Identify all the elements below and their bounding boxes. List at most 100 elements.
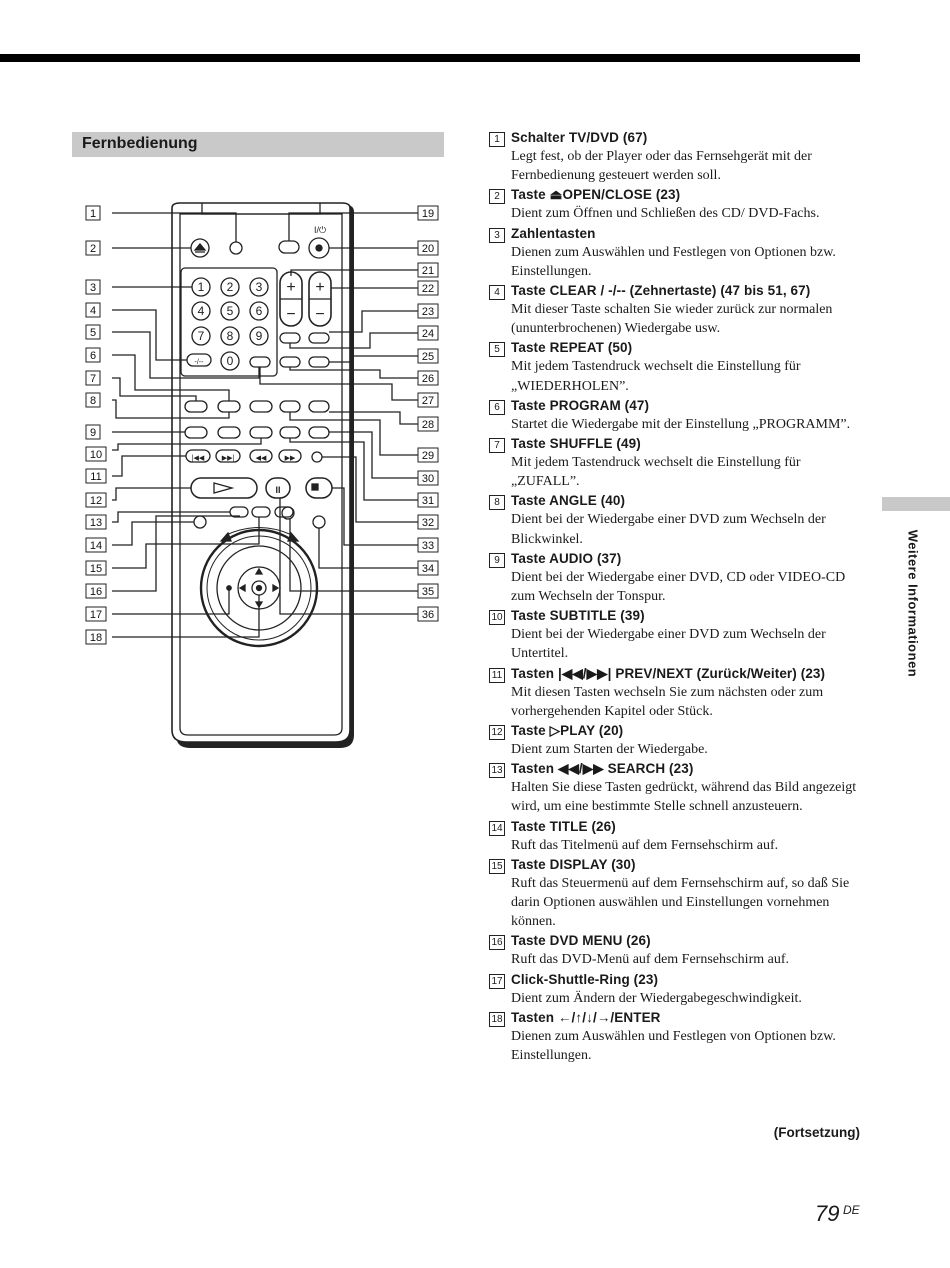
item-number: 6 bbox=[489, 399, 505, 415]
svg-text:6: 6 bbox=[90, 350, 96, 362]
clear-label: -/-- bbox=[195, 359, 205, 366]
page-language: DE bbox=[843, 1203, 860, 1217]
item-title: Zahlentasten bbox=[511, 225, 596, 241]
item-description: Dient zum Ändern der Wiedergabegeschwind… bbox=[511, 990, 802, 1006]
item-description: Mit dieser Taste schalten Sie wieder zur… bbox=[511, 302, 833, 337]
search-fwd-button bbox=[278, 449, 302, 463]
svg-text:36: 36 bbox=[422, 609, 434, 621]
item-title: Taste ANGLE (40) bbox=[511, 493, 626, 509]
callout-22: 22 bbox=[417, 280, 439, 296]
svg-text:15: 15 bbox=[90, 563, 102, 575]
callout-25: 25 bbox=[417, 348, 439, 364]
item-number: 8 bbox=[489, 495, 505, 511]
callout-18: 18 bbox=[85, 629, 107, 645]
item-number: 5 bbox=[489, 342, 505, 358]
svg-text:21: 21 bbox=[422, 265, 434, 277]
chapter-tab-label: Weitere Informationen bbox=[905, 529, 921, 678]
callout-5: 5 bbox=[85, 324, 101, 340]
item-number: 1 bbox=[489, 132, 505, 147]
power-label: I/⏻ bbox=[314, 225, 326, 235]
callout-26: 26 bbox=[417, 370, 439, 386]
top-notch bbox=[201, 203, 321, 215]
item-number: 2 bbox=[489, 189, 505, 205]
callout-15: 15 bbox=[85, 560, 107, 576]
item-number: 3 bbox=[489, 227, 505, 243]
callout-34: 34 bbox=[417, 560, 439, 576]
callout-16: 16 bbox=[85, 583, 107, 599]
item-description: Ruft das DVD-Menü auf dem Fernsehschirm … bbox=[511, 952, 789, 968]
next-label: ▶▶| bbox=[222, 455, 235, 462]
item-number: 7 bbox=[489, 438, 505, 454]
svg-text:1: 1 bbox=[90, 208, 96, 220]
digit-3-label: 3 bbox=[256, 280, 263, 294]
svg-text:4: 4 bbox=[90, 305, 96, 317]
item-title: Taste ▷PLAY (20) bbox=[511, 723, 624, 739]
callout-19: 19 bbox=[417, 205, 439, 221]
callout-27: 27 bbox=[417, 392, 439, 408]
continuation-note: (Fortsetzung) bbox=[773, 1125, 860, 1140]
svg-text:28: 28 bbox=[422, 419, 434, 431]
item-description: Dient bei der Wiedergabe einer DVD, CD o… bbox=[511, 569, 846, 605]
remote-control-diagram: 1 2 3 4 5 6 7 8 9 0 -/-- I/⏻ + − + − |◀◀… bbox=[85, 202, 439, 748]
svg-text:19: 19 bbox=[422, 208, 434, 220]
item-description: Ruft das Steuermenü auf dem Fernsehschir… bbox=[511, 875, 850, 930]
section-heading-box: Fernbedienung bbox=[72, 132, 444, 157]
remote-inner-outline bbox=[179, 213, 343, 736]
callout-6: 6 bbox=[85, 347, 101, 363]
item-number: 13 bbox=[489, 763, 505, 779]
digit-4 bbox=[191, 301, 211, 321]
left-callouts: 1 2 3 4 5 6 7 8 9 10 11 12 13 14 15 16 1… bbox=[85, 205, 107, 645]
callout-11: 11 bbox=[85, 468, 107, 484]
digit-5 bbox=[220, 301, 240, 321]
callout-4: 4 bbox=[85, 302, 101, 318]
svg-text:22: 22 bbox=[422, 283, 434, 295]
callout-2: 2 bbox=[85, 240, 101, 256]
svg-text:24: 24 bbox=[422, 328, 434, 340]
digit-9 bbox=[249, 326, 269, 346]
item-description: Dienen zum Auswählen und Festlegen von O… bbox=[511, 1028, 836, 1064]
top-rule bbox=[0, 54, 860, 62]
remote-body bbox=[171, 202, 351, 743]
item-description: Startet die Wiedergabe mit der Einstellu… bbox=[511, 416, 851, 432]
callout-23: 23 bbox=[417, 303, 439, 319]
item-description: Dienen zum Auswählen und Festlegen von O… bbox=[511, 244, 836, 279]
pause-button bbox=[265, 477, 291, 499]
item-title: Taste DVD MENU (26) bbox=[511, 933, 651, 949]
item-description: Dient bei der Wiedergabe einer DVD zum W… bbox=[511, 512, 826, 547]
digit-8-label: 8 bbox=[227, 329, 234, 343]
svg-text:32: 32 bbox=[422, 517, 434, 529]
digit-8 bbox=[220, 326, 240, 346]
item-title: Taste TITLE (26) bbox=[511, 818, 616, 834]
callout-14: 14 bbox=[85, 537, 107, 553]
item-description: Dient zum Starten der Wiedergabe. bbox=[511, 742, 708, 758]
svg-text:33: 33 bbox=[422, 540, 434, 552]
callout-9: 9 bbox=[85, 424, 101, 440]
search-fwd-label: ▶▶ bbox=[285, 455, 296, 462]
svg-text:18: 18 bbox=[90, 632, 102, 644]
item-description: Dient bei der Wiedergabe einer DVD zum W… bbox=[511, 627, 826, 662]
digit-4-label: 4 bbox=[198, 304, 205, 318]
right-callouts: 19 20 21 22 23 24 25 26 27 28 29 30 31 3… bbox=[417, 205, 439, 622]
svg-text:13: 13 bbox=[90, 517, 102, 529]
chapter-tab bbox=[882, 497, 950, 511]
svg-text:9: 9 bbox=[90, 427, 96, 439]
item-title: Taste PROGRAM (47) bbox=[511, 397, 650, 413]
svg-text:5: 5 bbox=[90, 327, 96, 339]
svg-text:8: 8 bbox=[90, 395, 96, 407]
svg-text:16: 16 bbox=[90, 586, 102, 598]
item-description: Mit jedem Tastendruck wechselt die Einst… bbox=[511, 359, 801, 394]
item-description: Dient zum Öffnen und Schließen des CD/ D… bbox=[511, 206, 820, 222]
svg-text:34: 34 bbox=[422, 563, 434, 575]
numpad-frame bbox=[180, 267, 278, 377]
search-rev-label: ◀◀ bbox=[256, 455, 267, 462]
